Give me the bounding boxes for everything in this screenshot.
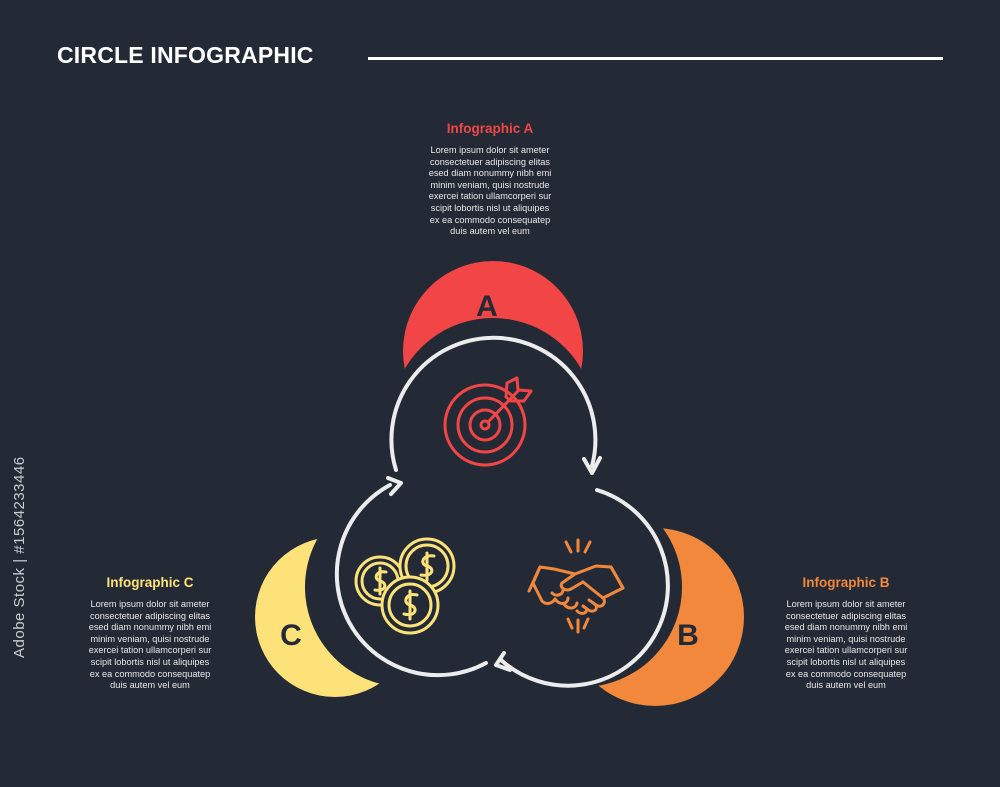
letter-a: A bbox=[476, 290, 498, 323]
text-line: minim veniam, quisi nostrude bbox=[430, 179, 550, 190]
infographic-a-text: Lorem ipsum dolor sit ameter consectetue… bbox=[380, 145, 600, 238]
stock-id-label: Adobe Stock | #1564233446 bbox=[11, 456, 28, 658]
text-line: esed diam nonummy nibh emi bbox=[428, 168, 552, 179]
text-line: ex ea commodo consequatep bbox=[429, 214, 551, 225]
text-line: ex ea commodo consequatep bbox=[785, 668, 907, 679]
letter-b: B bbox=[677, 619, 699, 652]
text-line: consectetuer adipiscing elitas bbox=[89, 610, 211, 621]
text-line: consectetuer adipiscing elitas bbox=[429, 156, 551, 167]
text-line: duis autem vel eum bbox=[806, 680, 886, 691]
text-line: exercei tation ullamcorperi sur bbox=[784, 645, 908, 656]
text-line: scipit lobortis nisl ut aliquipes bbox=[430, 202, 550, 213]
text-line: minim veniam, quisi nostrude bbox=[786, 633, 906, 644]
text-line: esed diam nonummy nibh emi bbox=[784, 622, 908, 633]
text-line: consectetuer adipiscing elitas bbox=[785, 610, 907, 621]
arrow-c-head bbox=[386, 476, 403, 496]
letter-c: C bbox=[280, 619, 302, 652]
circle-b-inner bbox=[482, 487, 682, 687]
infographic-b-text: Lorem ipsum dolor sit ameter consectetue… bbox=[736, 599, 956, 692]
infographic-b-block: Infographic B Lorem ipsum dolor sit amet… bbox=[736, 575, 956, 692]
page-title: CIRCLE INFOGRAPHIC bbox=[57, 42, 314, 68]
text-line: esed diam nonummy nibh emi bbox=[88, 622, 212, 633]
circle-a-inner bbox=[391, 318, 595, 522]
text-line: scipit lobortis nisl ut aliquipes bbox=[786, 656, 906, 667]
text-line: Lorem ipsum dolor sit ameter bbox=[430, 145, 550, 155]
text-line: scipit lobortis nisl ut aliquipes bbox=[90, 656, 210, 667]
text-line: exercei tation ullamcorperi sur bbox=[428, 191, 552, 202]
text-line: duis autem vel eum bbox=[450, 226, 530, 237]
handshake-icon bbox=[527, 538, 625, 634]
arc-b bbox=[499, 488, 670, 688]
arrow-b-head bbox=[494, 651, 512, 672]
coins-icon bbox=[354, 537, 456, 635]
text-line: duis autem vel eum bbox=[110, 680, 190, 691]
arc-a bbox=[389, 335, 598, 472]
text-line: exercei tation ullamcorperi sur bbox=[88, 645, 212, 656]
arrow-a-head bbox=[582, 456, 602, 475]
arc-c bbox=[334, 483, 488, 678]
infographic-c-heading: Infographic C bbox=[106, 575, 194, 590]
title-divider bbox=[368, 57, 943, 60]
infographic-c-text: Lorem ipsum dolor sit ameter consectetue… bbox=[40, 599, 260, 692]
text-line: minim veniam, quisi nostrude bbox=[90, 633, 210, 644]
text-line: Lorem ipsum dolor sit ameter bbox=[90, 599, 210, 609]
target-icon bbox=[443, 376, 533, 467]
infographic-b-heading: Infographic B bbox=[802, 575, 890, 590]
infographic-a-heading: Infographic A bbox=[446, 121, 534, 136]
text-line: Lorem ipsum dolor sit ameter bbox=[786, 599, 906, 609]
text-line: ex ea commodo consequatep bbox=[89, 668, 211, 679]
infographic-a-block: Infographic A Lorem ipsum dolor sit amet… bbox=[380, 121, 600, 238]
infographic-c-block: Infographic C Lorem ipsum dolor sit amet… bbox=[40, 575, 260, 692]
